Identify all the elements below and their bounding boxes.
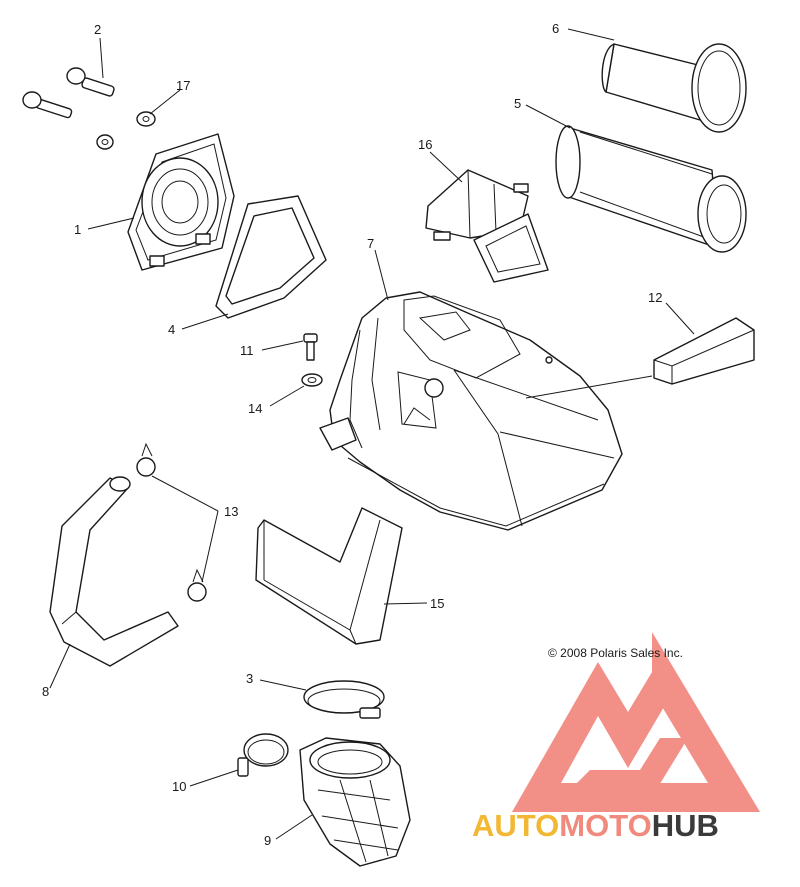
callout-17: 17 <box>176 78 190 93</box>
part-7-airbox-body <box>319 291 623 531</box>
part-2-knob-screws <box>22 67 115 119</box>
part-5-air-filter <box>555 125 747 253</box>
callout-3: 3 <box>246 671 253 686</box>
part-13-hose-clamps <box>136 442 207 602</box>
callout-15: 15 <box>430 596 444 611</box>
part-10-small-clamp <box>237 733 289 777</box>
part-6-filter-sleeve <box>601 43 747 133</box>
callout-6: 6 <box>552 21 559 36</box>
logo-g-shape <box>560 738 688 800</box>
part-12-foam-pad <box>653 317 755 385</box>
part-1-airbox-cover <box>127 133 235 271</box>
part-9-intake-boot <box>299 737 411 867</box>
callout-4: 4 <box>168 322 175 337</box>
callout-8: 8 <box>42 684 49 699</box>
callout-labels: 2 17 1 4 6 5 16 7 12 11 14 13 15 8 3 10 … <box>42 21 662 848</box>
part-14-washer <box>301 373 323 387</box>
callout-2: 2 <box>94 22 101 37</box>
part-3-hose-clamp <box>303 680 385 719</box>
logo-m-shape <box>512 662 668 812</box>
callout-14: 14 <box>248 401 262 416</box>
callout-1: 1 <box>74 222 81 237</box>
callout-5: 5 <box>514 96 521 111</box>
part-16-intake-duct <box>425 169 549 283</box>
part-15-foam-vpiece <box>255 507 403 645</box>
leader-lines <box>49 28 695 840</box>
part-8-breather-hose <box>49 476 179 667</box>
watermark-logo <box>512 632 760 812</box>
callout-16: 16 <box>418 137 432 152</box>
callout-7: 7 <box>367 236 374 251</box>
part-4-gasket <box>215 195 327 319</box>
callout-11: 11 <box>240 343 254 358</box>
copyright-text: © 2008 Polaris Sales Inc. <box>548 646 683 660</box>
callout-13: 13 <box>224 504 238 519</box>
callout-9: 9 <box>264 833 271 848</box>
watermark-moto: MOTO <box>559 808 651 843</box>
watermark-text: AUTOMOTOHUB <box>472 808 719 843</box>
callout-12: 12 <box>648 290 662 305</box>
part-17-washers <box>96 111 156 150</box>
watermark-hub: HUB <box>652 808 719 843</box>
watermark-auto: AUTO <box>472 808 559 843</box>
part-11-bolt <box>303 333 318 361</box>
callout-10: 10 <box>172 779 186 794</box>
